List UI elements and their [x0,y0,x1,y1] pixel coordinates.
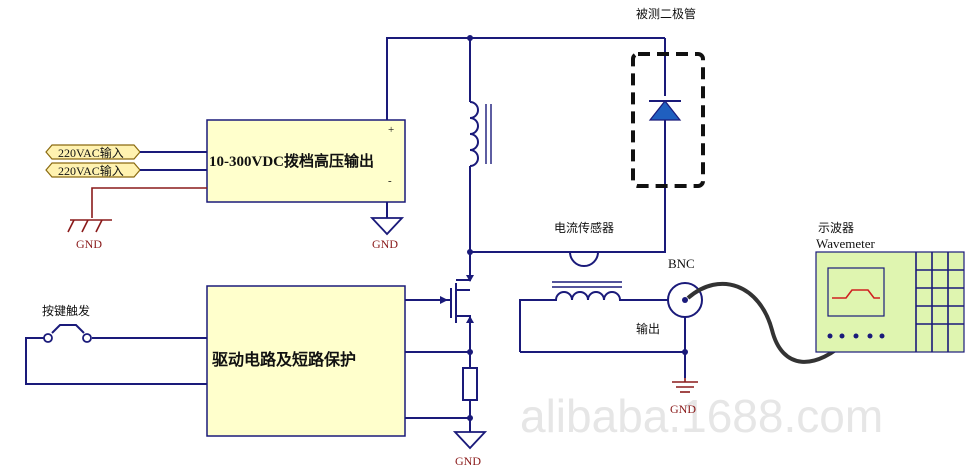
scope-button-grid [915,252,964,352]
scope-knob-3 [853,333,859,339]
bnc-center [682,297,688,303]
scope-knob-2 [839,333,845,339]
diode-symbol [648,100,682,121]
dut-label: 被测二极管 [636,6,696,21]
earth-wire [91,187,207,218]
scope-knob-5 [879,333,885,339]
gnd-left-tine3 [95,219,103,233]
junction-bnc [682,349,688,355]
gnd-drive-symbol [452,431,488,450]
ac-input-label-1: 220VAC输入 [58,145,124,160]
current-sensor-loop [569,251,599,267]
watermark-text: alibaba.1688.com [520,390,883,442]
gate-arrow [440,296,448,304]
mosfet-drain-arrow [466,275,474,282]
scope-label-en: Wavemeter [816,236,876,251]
shunt-resistor [462,367,478,401]
scope-knob-1 [827,333,833,339]
gnd-left-tine2 [81,219,89,233]
gnd-psu-label: GND [372,237,398,251]
output-label: 输出 [636,321,660,336]
gnd-psu-symbol [369,217,405,236]
switch-return-wire [25,337,207,385]
psu-label: 10-300VDC拨档高压输出 [209,152,374,170]
diode-return-wire [470,120,666,253]
scope-screen [827,267,885,317]
current-sensor-label: 电流传感器 [554,220,614,235]
switch-actuator [51,324,85,334]
scope-knob-4 [867,333,873,339]
inductor-coil [469,101,479,167]
top-rail-wire [386,37,665,130]
probe-cable [686,281,852,364]
psu-plus: + [388,124,394,136]
switch-contact-right [82,333,92,343]
sensor-secondary-coil [519,291,668,352]
scope-label-cn: 示波器 [818,221,854,235]
psu-minus: - [388,175,392,187]
bnc-label: BNC [668,256,695,271]
scope-waveform [832,289,880,299]
switch-contact-left [43,333,53,343]
mosfet-source-arrow [466,316,474,323]
driver-label: 驱动电路及短路保护 [212,350,356,369]
switch-label: 按键触发 [42,303,90,318]
gnd-bnc-label: GND [670,402,696,416]
gnd-drive-label: GND [455,454,481,468]
psu-box [206,119,406,203]
gnd-left-label: GND [76,237,102,251]
ac-input-label-2: 220VAC输入 [58,163,124,178]
driver-box [206,285,406,437]
mosfet-source-wire [456,315,471,370]
dut-dashed-box [631,52,705,188]
gnd-left-tine1 [67,219,75,233]
